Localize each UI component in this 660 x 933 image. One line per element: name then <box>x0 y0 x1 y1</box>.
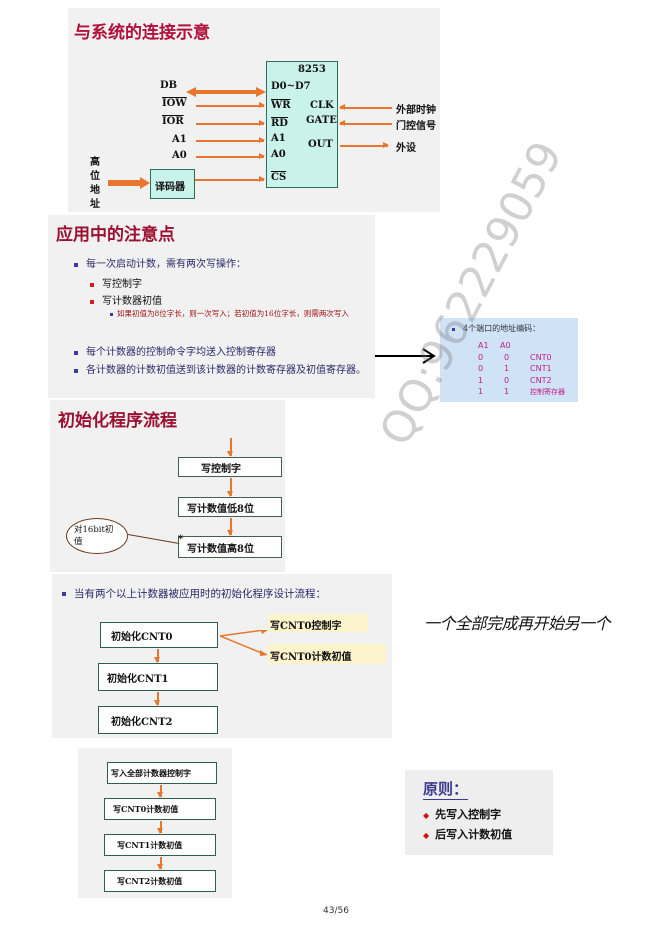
bullet-1a: 写控制字 <box>90 275 142 290</box>
chip-8253 <box>266 61 338 188</box>
star-mark: * <box>178 534 184 545</box>
decoder-box <box>150 169 195 199</box>
slide-multi-counter-flow: 当有两个以上计数器被应用时的初始化程序设计流程： 初始化CNT0 初始化CNT1… <box>52 574 392 738</box>
principle-box: 原则： ◆先写入控制字 ◆后写入计数初值 <box>405 770 553 855</box>
pin-a0: A0 <box>271 149 286 160</box>
slide-system-connection: 与系统的连接示意 8253 D0~D7 WR RD A1 A0 CS CLK G… <box>68 8 440 212</box>
principle-item-1: ◆先写入控制字 <box>423 808 502 821</box>
slide-notes: 应用中的注意点 每一次启动计数，需有两次写操作： 写控制字 写计数器初值 如果初… <box>48 215 375 398</box>
flow-cnt0-value: 写CNT0计数初值 <box>104 798 216 820</box>
bullet-3: 各计数器的计数初值送到该计数器的计数寄存器及初值寄存器。 <box>74 363 370 378</box>
pin-d0d7: D0~D7 <box>271 81 311 92</box>
flow-all-control-words: 写入全部计数器控制字 <box>107 762 217 784</box>
bullet-1: 每一次启动计数，需有两次写操作： <box>74 255 246 270</box>
page-number: 43/56 <box>323 906 349 916</box>
label-peripheral: 外设 <box>396 143 416 154</box>
signal-a1: A1 <box>172 134 187 145</box>
signal-a0: A0 <box>172 150 187 161</box>
label-gate-signal: 门控信号 <box>396 121 436 132</box>
bullet-1b: 写计数器初值 <box>90 292 162 307</box>
bullet-2: 每个计数器的控制命令字均送入控制寄存器 <box>74 343 276 358</box>
decoder-label: 译码器 <box>155 182 185 193</box>
address-table-title: 4个端口的地址编码： <box>452 323 540 334</box>
slide-title: 初始化程序流程 <box>58 411 177 431</box>
bullet-1b-note: 如果初值为8位字长，则一次写入；若初值为16位字长，则需两次写入 <box>110 308 372 320</box>
db-bus-arrow <box>186 82 266 97</box>
principle-title: 原则： <box>423 780 469 800</box>
pointer-arrow <box>375 348 437 368</box>
chip-label: 8253 <box>298 64 326 75</box>
flow-step-1: 写控制字 <box>178 457 282 477</box>
multi-counter-heading: 当有两个以上计数器被应用时的初始化程序设计流程： <box>62 586 326 601</box>
high-address-arrow <box>108 174 150 193</box>
slide-sequential-flow: 写入全部计数器控制字 写CNT0计数初值 写CNT1计数初值 写CNT2计数初值 <box>78 748 232 898</box>
sub-step-control-word: 写CNT0控制字 <box>270 621 342 632</box>
pin-clk: CLK <box>310 100 334 111</box>
pin-gate: GATE <box>306 115 337 126</box>
note-16bit: 对16bit初值 <box>74 525 114 547</box>
principle-item-2: ◆后写入计数初值 <box>423 828 513 841</box>
flow-step-3: 写计数值高8位 <box>178 536 282 558</box>
flow-step-2: 写计数值低8位 <box>178 497 282 517</box>
slide-title: 与系统的连接示意 <box>74 23 210 43</box>
init-cnt1: 初始化CNT1 <box>98 663 218 691</box>
pin-a1: A1 <box>271 133 286 144</box>
note-ellipse <box>66 518 128 554</box>
db-label: DB <box>160 80 178 91</box>
slide-title: 应用中的注意点 <box>56 225 175 245</box>
init-cnt2: 初始化CNT2 <box>98 706 218 734</box>
signal-iow: IOW <box>162 98 187 109</box>
flow-cnt2-value: 写CNT2计数初值 <box>104 870 216 892</box>
high-address-label: 高位地址 <box>90 157 100 210</box>
pin-wr: WR <box>271 100 291 111</box>
pin-rd: RD <box>271 118 288 129</box>
signal-ior: IOR <box>162 116 184 127</box>
sub-step-initial-value: 写CNT0计数初值 <box>270 652 352 663</box>
label-external-clock: 外部时钟 <box>396 105 436 116</box>
slide-init-flow: 初始化程序流程 写控制字 写计数值低8位 写计数值高8位 * 对16bit初值 <box>50 400 285 572</box>
handwritten-note: 一个全部完成再开始另一个 <box>424 614 611 633</box>
init-cnt0: 初始化CNT0 <box>100 622 218 648</box>
flow-cnt1-value: 写CNT1计数初值 <box>104 834 216 856</box>
pin-out: OUT <box>308 139 333 150</box>
pin-cs: CS <box>271 172 287 183</box>
